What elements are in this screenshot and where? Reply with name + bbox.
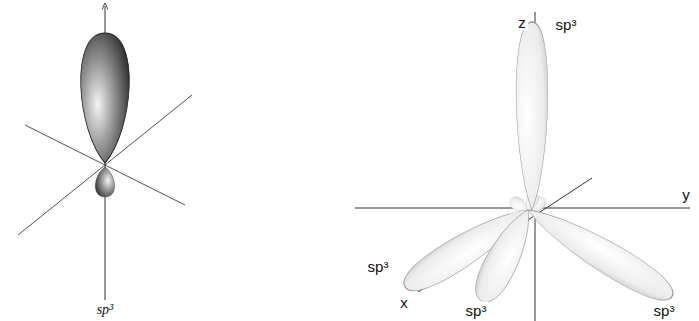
orbital-label: sp³: [464, 302, 489, 319]
orbital-caption: sp³: [95, 302, 116, 318]
orbital-label: sp³: [554, 16, 579, 33]
axis-label: x: [398, 294, 410, 311]
large-lobe: [81, 33, 130, 163]
sp3-lobe: [520, 196, 680, 310]
tetrahedral-orbitals: [355, 12, 690, 321]
axis-label: z: [516, 14, 528, 31]
single-orbital: [18, 6, 192, 300]
axis-label: y: [680, 186, 692, 203]
orbital-label: sp³: [366, 258, 391, 275]
orbital-label: sp³: [652, 302, 677, 319]
sp3-lobe: [516, 22, 548, 210]
sp3-lobe: [468, 203, 543, 308]
small-lobe: [95, 167, 114, 197]
